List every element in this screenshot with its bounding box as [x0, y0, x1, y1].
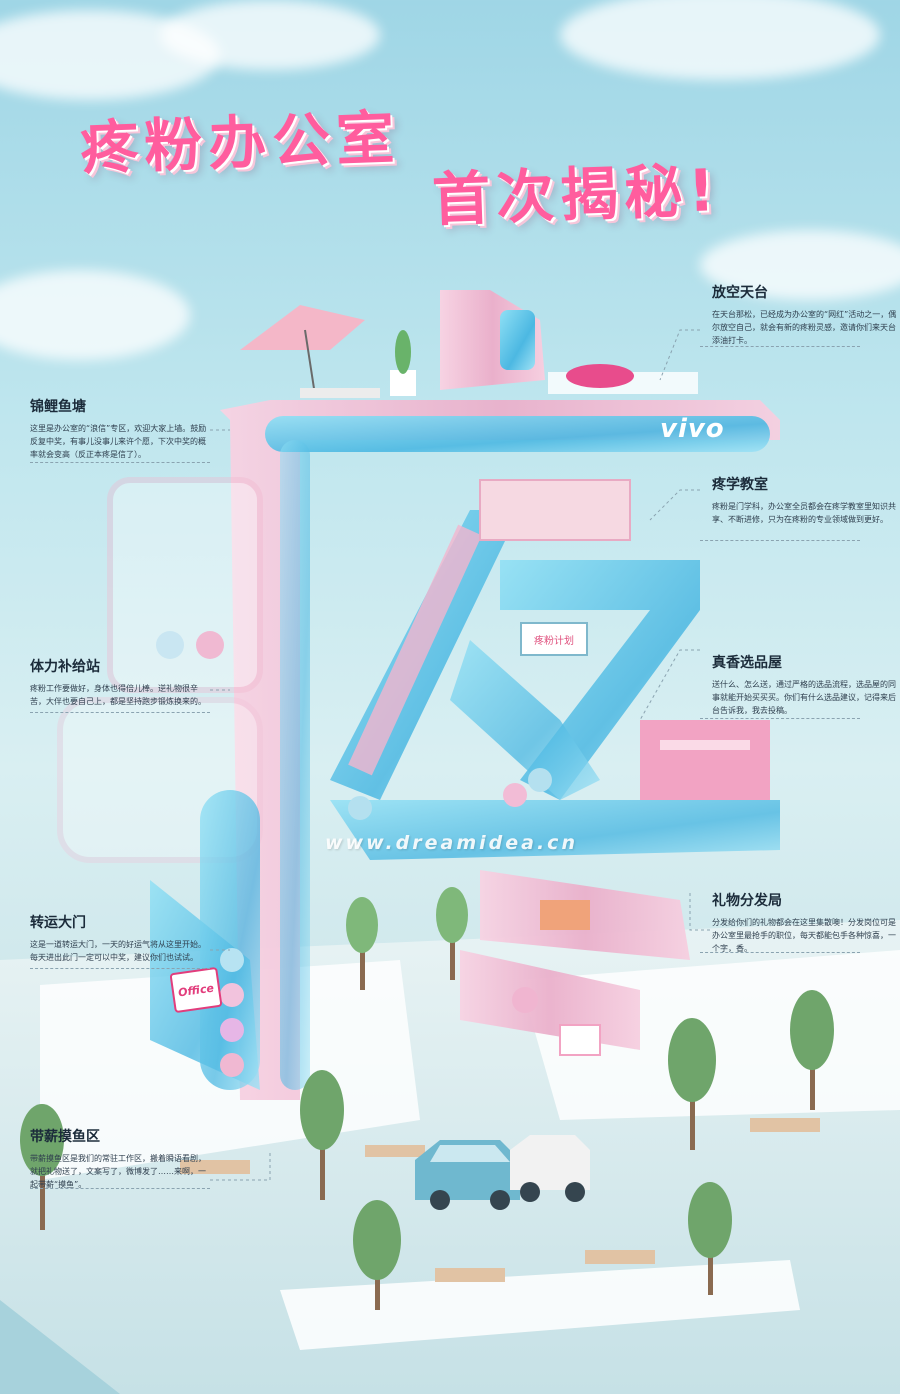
trees [20, 887, 834, 1310]
brand-logo: vivo [660, 414, 725, 444]
cloud [0, 270, 190, 360]
section-koi: 锦鲤鱼塘 这里是办公室的“浪信”专区，欢迎大家上墙。鼓励反复中奖，有事儿没事儿来… [30, 396, 210, 461]
character-frame [57, 400, 780, 1100]
divider [30, 968, 210, 969]
screen-sign: 疼粉计划 [520, 622, 588, 656]
divider [700, 718, 860, 719]
rooftop-props [240, 290, 698, 398]
section-stamina: 体力补给站 疼粉工作要做好，身体也得倍儿棒。逆礼物很辛苦，大伴也要自己上，都是坚… [30, 656, 210, 708]
section-title: 转运大门 [30, 915, 86, 931]
benches [180, 1118, 820, 1282]
section-title: 放空天台 [712, 285, 768, 301]
section-text: 在天台那松，已经成为办公室的“网红”活动之一，偶尔放空自己，就会有新的疼粉灵感，… [712, 310, 897, 345]
section-text: 疼粉是门学科，办公室全员都会在疼学教室里知识共享、不断进修，只为在疼粉的专业领域… [712, 502, 896, 524]
divider [30, 462, 210, 463]
section-text: 疼粉工作要做好，身体也得倍儿棒。逆礼物很辛苦，大伴也要自己上，都是坚持跑步锻炼换… [30, 684, 206, 706]
cloud [160, 0, 380, 70]
section-selection: 真香选品屋 送什么、怎么送，通过严格的选品流程，选品屋的同事就能开始买买买。你们… [712, 652, 900, 717]
section-title: 礼物分发局 [712, 893, 782, 909]
section-title: 体力补给站 [30, 659, 100, 675]
section-title: 真香选品屋 [712, 655, 782, 671]
section-slack: 带薪摸鱼区 带薪摸鱼区是我们的常驻工作区，搬着瞬语看剧，就把礼物送了，文案写了，… [30, 1126, 210, 1191]
divider [700, 346, 860, 347]
divider [700, 952, 860, 953]
section-text: 带薪摸鱼区是我们的常驻工作区，搬着瞬语看剧，就把礼物送了，文案写了，微博发了……… [30, 1154, 206, 1189]
section-title: 疼学教室 [712, 477, 768, 493]
section-text: 这是一道转运大门，一天的好运气将从这里开始。每天进出此门一定可以中奖，建议你们也… [30, 940, 206, 962]
section-text: 送什么、怎么送，通过严格的选品流程，选品屋的同事就能开始买买买。你们有什么选品建… [712, 680, 896, 715]
cloud [700, 230, 900, 300]
divider [30, 712, 210, 713]
divider [30, 1188, 210, 1189]
section-gift: 礼物分发局 分发给你们的礼物都会在这里集散噢！分发岗位可是办公室里最抢手的职位，… [712, 890, 900, 955]
section-luckydoor: 转运大门 这是一道转运大门，一天的好运气将从这里开始。每天进出此门一定可以中奖，… [30, 912, 210, 964]
section-text: 这里是办公室的“浪信”专区，欢迎大家上墙。鼓励反复中奖，有事儿没事儿来许个愿，下… [30, 424, 207, 459]
section-title: 锦鲤鱼塘 [30, 399, 86, 415]
cars [415, 1135, 590, 1210]
section-title: 带薪摸鱼区 [30, 1129, 100, 1145]
divider [700, 540, 860, 541]
section-classroom: 疼学教室 疼粉是门学科，办公室全员都会在疼学教室里知识共享、不断进修，只为在疼粉… [712, 474, 900, 526]
watermark: www.dreamidea.cn [325, 832, 578, 854]
cloud [560, 0, 880, 80]
section-rooftop: 放空天台 在天台那松，已经成为办公室的“网红”活动之一，偶尔放空自己，就会有新的… [712, 282, 900, 347]
connector-lines [210, 329, 710, 1181]
character-inner [330, 479, 780, 1056]
office-sign: Office [169, 966, 223, 1014]
section-text: 分发给你们的礼物都会在这里集散噢！分发岗位可是办公室里最抢手的职位，每天都能包手… [712, 918, 896, 953]
